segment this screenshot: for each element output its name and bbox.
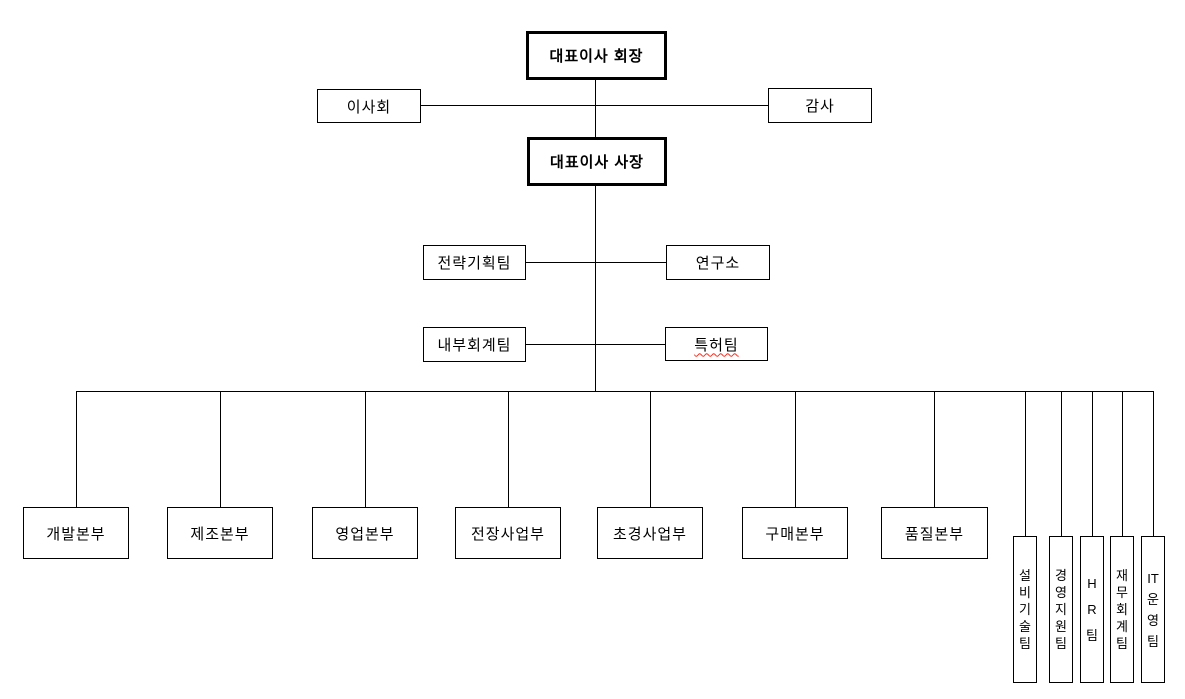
connector-intacct-patent [526,344,665,345]
connector-chairman-president [595,80,596,137]
drop-it-operations-team [1153,391,1154,536]
node-development-hq: 개발본부 [23,507,129,559]
node-patent-team: 특허팀 [665,327,768,361]
node-electronics-division: 전장사업부 [455,507,561,559]
drop-facility-tech-team [1025,391,1026,536]
drop-mgmt-support-team [1061,391,1062,536]
drop-manufacturing-hq [220,391,221,507]
connector-president-spine [595,186,596,391]
node-internal-accounting-team: 내부회계팀 [423,327,526,362]
node-manufacturing-hq-label: 제조본부 [190,525,250,543]
node-board-label: 이사회 [346,98,392,116]
node-internal-accounting-label: 내부회계팀 [437,337,512,354]
drop-development-hq [76,391,77,507]
node-research-institute: 연구소 [666,245,770,280]
node-president: 대표이사 사장 [527,137,667,186]
node-auditor-label: 감사 [805,98,835,115]
node-electronics-division-label: 전장사업부 [470,525,545,543]
node-carbide-division-label: 초경사업부 [612,525,687,543]
node-auditor: 감사 [768,88,872,123]
node-strategy-planning-label: 전략기획팀 [437,255,512,272]
drop-purchasing-hq [795,391,796,507]
node-chairman-label: 대표이사 회장 [549,48,644,65]
connector-strategy-research [526,262,666,263]
node-sales-hq: 영업본부 [312,507,418,559]
drop-finance-accounting-team [1122,391,1123,536]
node-research-institute-label: 연구소 [695,255,741,272]
node-development-hq-label: 개발본부 [46,525,106,543]
node-purchasing-hq-label: 구매본부 [765,525,825,543]
node-sales-hq-label: 영업본부 [335,525,395,543]
drop-hr-team [1092,391,1093,536]
node-manufacturing-hq: 제조본부 [167,507,273,559]
node-carbide-division: 초경사업부 [597,507,703,559]
node-president-label: 대표이사 사장 [550,154,644,171]
node-strategy-planning-team: 전략기획팀 [423,245,526,280]
connector-board-auditor [421,105,768,106]
node-patent-label: 특허팀 [694,336,739,354]
node-quality-hq: 품질본부 [881,507,988,559]
node-purchasing-hq: 구매본부 [742,507,848,559]
node-board-of-directors: 이사회 [317,89,421,123]
drop-electronics-div [508,391,509,507]
connector-main-horizontal [76,391,1153,392]
drop-carbide-div [650,391,651,507]
node-quality-hq-label: 품질본부 [904,525,965,543]
drop-sales-hq [365,391,366,507]
drop-quality-hq [934,391,935,507]
node-chairman: 대표이사 회장 [526,31,667,80]
